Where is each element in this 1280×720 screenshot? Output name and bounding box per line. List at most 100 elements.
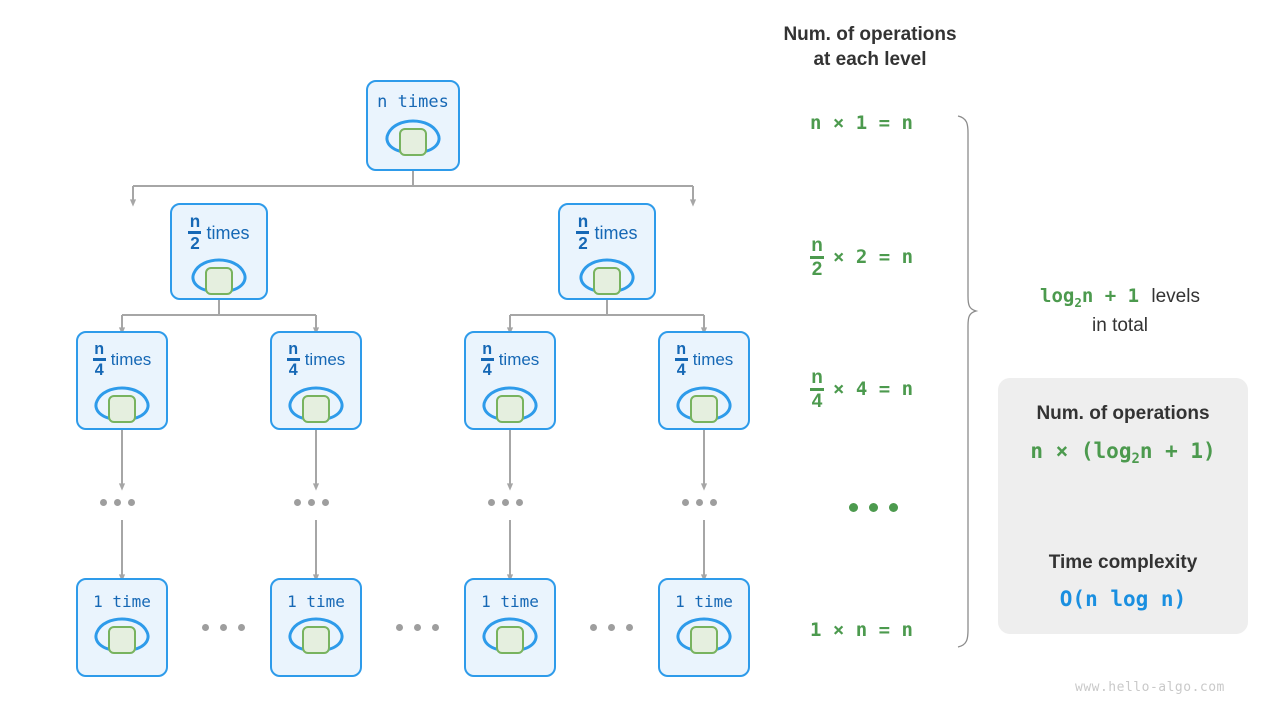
dot: [849, 503, 858, 512]
levels-formula-subscript: 2: [1074, 294, 1082, 310]
leaf-text: 1 time: [93, 592, 151, 611]
tree-node-leaf-1-label: 1 time: [93, 592, 151, 611]
loop-icon: [475, 614, 545, 658]
levels-total-line1: log2n + 1 levels: [990, 283, 1250, 312]
operations-title-line2: at each level: [813, 49, 927, 71]
loop-icon: [378, 116, 448, 160]
fraction-n-over-2: n 2: [810, 235, 824, 280]
leaf-text: 1 time: [287, 592, 345, 611]
fraction-bar: [92, 358, 106, 361]
operation-square: [593, 266, 621, 295]
loop-icon: [184, 255, 254, 299]
operation-square: [302, 394, 330, 423]
operation-square: [496, 626, 524, 654]
dot: [626, 624, 633, 631]
tree-node-root-label: n times: [377, 92, 449, 112]
dot: [488, 499, 495, 506]
times-word: times: [498, 350, 540, 370]
fraction-n-over-4: n 4: [810, 367, 824, 412]
levels-formula: log2n + 1: [1040, 285, 1140, 310]
operation-square: [205, 266, 233, 295]
tree-node-half-right-label: n 2 times: [576, 212, 638, 253]
watermark: www.hello-algo.com: [1075, 680, 1225, 695]
connector-root-bus: [133, 171, 693, 187]
times-word: times: [206, 222, 250, 243]
fraction-bar: [188, 231, 202, 234]
tree-node-half-left-label: n 2 times: [188, 212, 250, 253]
tree-ellipsis-2: [294, 499, 329, 506]
loop-icon: [669, 614, 739, 658]
dot: [696, 499, 703, 506]
times-word: times: [594, 222, 638, 243]
leaf-text: 1 time: [481, 592, 539, 611]
fraction-n-over-4: n 4: [480, 340, 494, 379]
loop-icon: [572, 255, 642, 299]
dot: [516, 499, 523, 506]
loop-icon: [281, 383, 351, 427]
operations-row-ellipsis: [849, 503, 898, 512]
loop-icon: [87, 383, 157, 427]
levels-total-text: log2n + 1 levels in total: [990, 283, 1250, 340]
summary-card-operations-heading: Num. of operations: [1036, 403, 1210, 424]
loop-icon: [669, 383, 739, 427]
tree-node-root: n times: [366, 80, 460, 171]
leaf-gap-ellipsis-2: [396, 624, 439, 631]
tree-node-quarter-3: n 4 times: [464, 331, 556, 430]
times-word: times: [110, 350, 152, 370]
connector-l2left-bus: [122, 300, 316, 316]
levels-word: levels: [1151, 286, 1200, 307]
dot: [308, 499, 315, 506]
fraction-bar: [810, 256, 824, 259]
summary-card-formula-prefix: n × (log: [1030, 439, 1132, 463]
dot: [414, 624, 421, 631]
tree-node-leaf-1: 1 time: [76, 578, 168, 677]
fraction-bar: [576, 231, 590, 234]
operation-square: [496, 394, 524, 423]
operations-row-level-3-text: × 4 = n: [833, 378, 914, 401]
dot: [682, 499, 689, 506]
tree-node-root-text: n times: [377, 92, 449, 112]
dot: [608, 624, 615, 631]
times-word: times: [304, 350, 346, 370]
tree-node-quarter-4: n 4 times: [658, 331, 750, 430]
tree-node-half-right: n 2 times: [558, 203, 656, 300]
dot: [202, 624, 209, 631]
loop-icon: [87, 614, 157, 658]
loop-icon: [281, 614, 351, 658]
dot: [100, 499, 107, 506]
operation-square: [302, 626, 330, 654]
tree-node-quarter-2-label: n 4 times: [286, 341, 346, 379]
operation-square: [690, 394, 718, 423]
fraction-bar: [810, 388, 824, 391]
dot: [238, 624, 245, 631]
tree-ellipsis-1: [100, 499, 135, 506]
tree-node-quarter-2: n 4 times: [270, 331, 362, 430]
levels-formula-log: log: [1040, 285, 1075, 307]
tree-node-leaf-3-label: 1 time: [481, 592, 539, 611]
tree-node-quarter-4-label: n 4 times: [674, 341, 734, 379]
times-word: times: [692, 350, 734, 370]
operations-column-title: Num. of operations at each level: [750, 22, 990, 72]
summary-card-formula-subscript: 2: [1131, 451, 1140, 468]
summary-card-result: O(n log n): [1059, 587, 1187, 612]
tree-node-leaf-3: 1 time: [464, 578, 556, 677]
leaf-gap-ellipsis-3: [590, 624, 633, 631]
dot: [710, 499, 717, 506]
tree-node-quarter-3-label: n 4 times: [480, 340, 540, 379]
tree-ellipsis-3: [488, 499, 523, 506]
levels-formula-tail: n + 1: [1081, 285, 1140, 307]
operations-row-level-last-text: 1 × n = n: [810, 619, 913, 641]
fraction-bar: [286, 358, 300, 361]
operation-square: [690, 626, 718, 654]
operations-row-level-1: n × 1 = n: [810, 112, 913, 134]
operations-row-level-2: n 2 × 2 = n: [810, 236, 913, 279]
dot: [502, 499, 509, 506]
fraction-n-over-2: n 2: [576, 212, 590, 253]
fraction-n-over-2: n 2: [188, 212, 202, 253]
dot: [220, 624, 227, 631]
dot: [294, 499, 301, 506]
dot: [432, 624, 439, 631]
tree-node-leaf-4: 1 time: [658, 578, 750, 677]
dot: [128, 499, 135, 506]
